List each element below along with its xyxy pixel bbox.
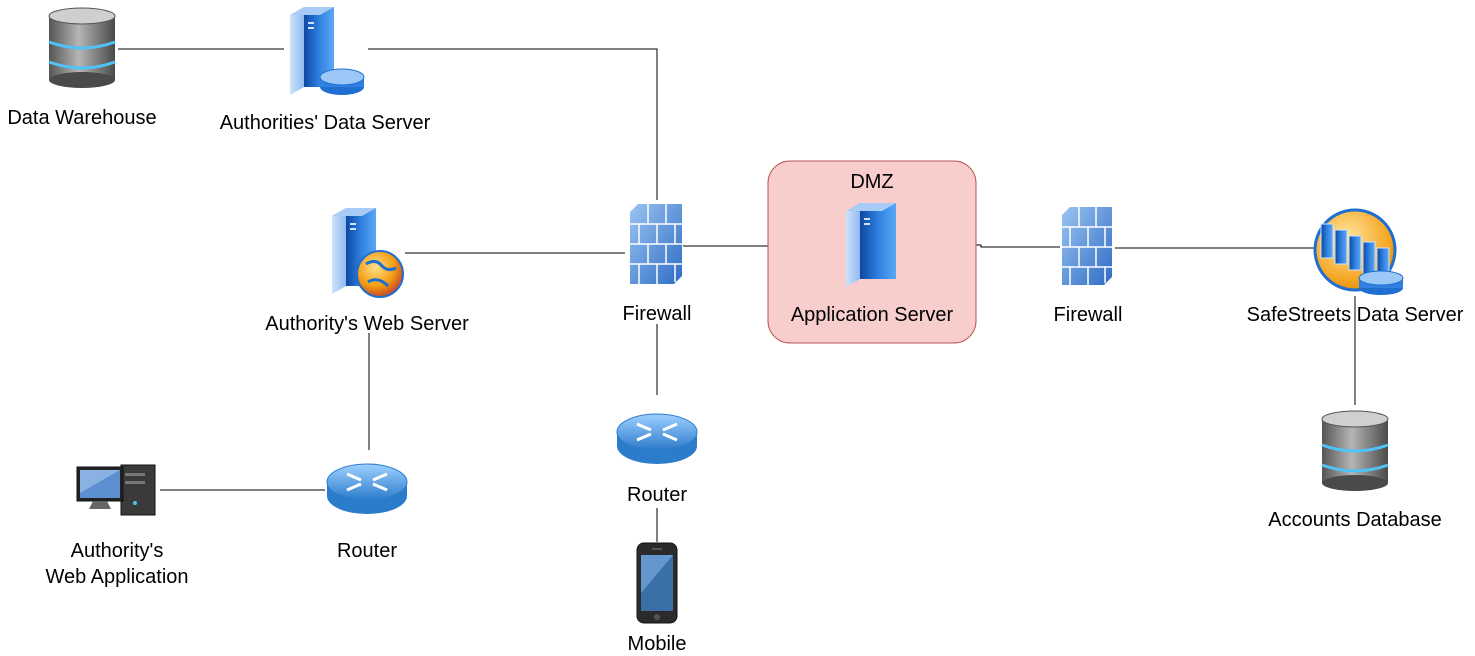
server-cluster-icon bbox=[1313, 208, 1404, 295]
web-server-icon bbox=[332, 208, 404, 298]
authority-web-server-node[interactable]: Authority's Web Server bbox=[265, 208, 469, 335]
router-center-label: Router bbox=[627, 484, 687, 506]
firewall-icon bbox=[630, 204, 682, 284]
data-warehouse-label: Data Warehouse bbox=[7, 107, 156, 129]
dmz-label: DMZ bbox=[850, 171, 893, 193]
accounts-database-label: Accounts Database bbox=[1268, 509, 1441, 531]
safestreets-data-server-label: SafeStreets Data Server bbox=[1247, 304, 1464, 326]
desktop-computer-icon bbox=[76, 464, 156, 516]
firewall-left-node[interactable]: Firewall bbox=[623, 204, 692, 325]
firewall-icon bbox=[1062, 207, 1112, 285]
router-center-node[interactable]: Router bbox=[616, 413, 698, 506]
authorities-data-server-node[interactable]: Authorities' Data Server bbox=[220, 7, 431, 134]
firewall-right-label: Firewall bbox=[1054, 304, 1123, 326]
router-left-label: Router bbox=[337, 540, 397, 562]
server-icon bbox=[846, 203, 896, 287]
mobile-label: Mobile bbox=[628, 633, 687, 655]
firewall-left-label: Firewall bbox=[623, 303, 692, 325]
database-icon bbox=[48, 7, 116, 88]
database-icon bbox=[1321, 410, 1389, 491]
firewall-right-node[interactable]: Firewall bbox=[1054, 207, 1123, 326]
mobile-node[interactable]: Mobile bbox=[628, 542, 687, 655]
authority-web-server-label: Authority's Web Server bbox=[265, 313, 469, 335]
data-server-icon bbox=[290, 7, 365, 95]
mobile-phone-icon bbox=[636, 542, 678, 624]
router-icon bbox=[616, 413, 698, 464]
router-left-node[interactable]: Router bbox=[326, 463, 408, 562]
authority-web-app-label-line2: Web Application bbox=[45, 566, 188, 588]
data-warehouse-node[interactable]: Data Warehouse bbox=[7, 7, 157, 129]
safestreets-data-server-node[interactable]: SafeStreets Data Server bbox=[1247, 208, 1464, 326]
authority-web-app-label-line1: Authority's bbox=[71, 540, 164, 562]
connections bbox=[118, 48, 1356, 542]
edge-authorities-server-firewall bbox=[368, 48, 658, 200]
authorities-data-server-label: Authorities' Data Server bbox=[220, 112, 431, 134]
authority-web-app-node[interactable]: Authority's Web Application bbox=[45, 464, 189, 588]
router-icon bbox=[326, 463, 408, 514]
application-server-node[interactable]: Application Server bbox=[791, 203, 954, 326]
application-server-label: Application Server bbox=[791, 304, 954, 326]
accounts-database-node[interactable]: Accounts Database bbox=[1268, 410, 1442, 531]
